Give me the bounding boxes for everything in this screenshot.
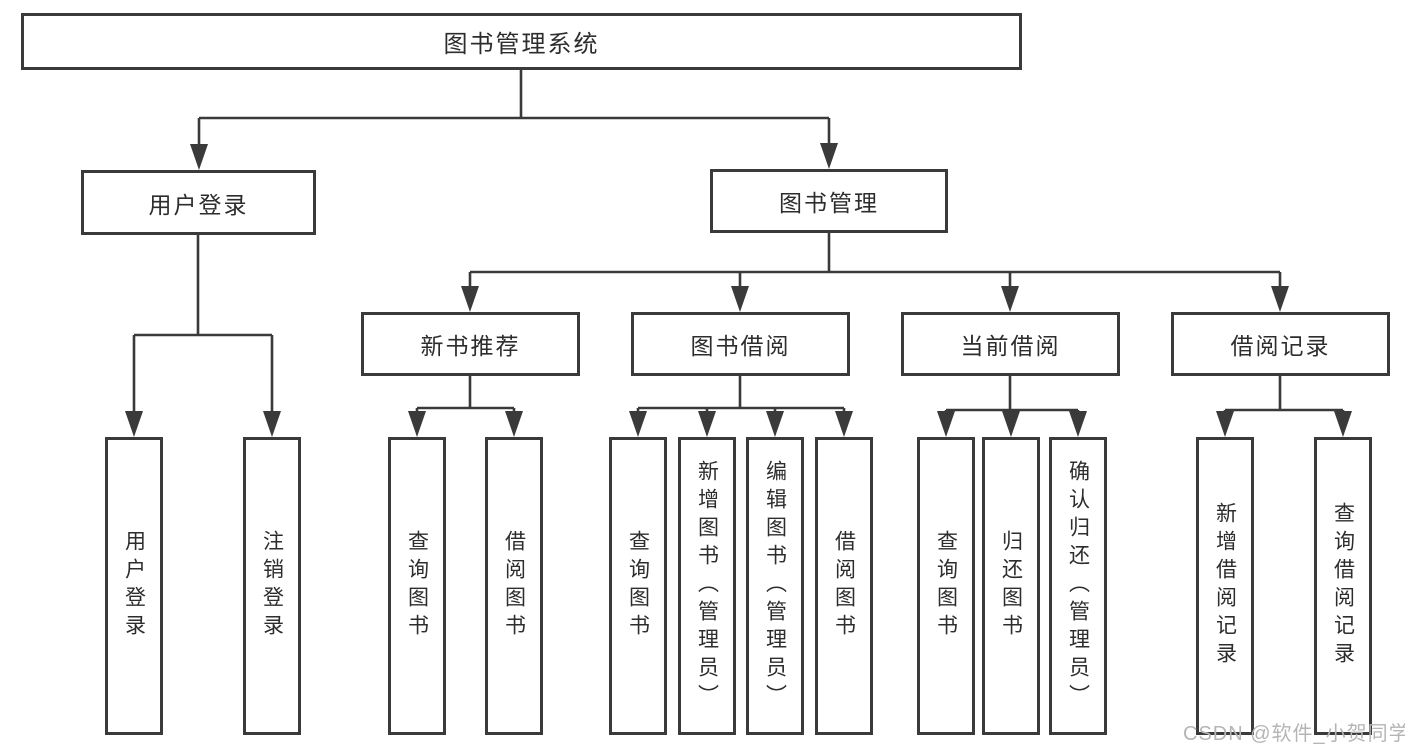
leaf-borrow-books-borrowing-label: 借阅图书 bbox=[832, 530, 856, 642]
node-library-management-system: 图书管理系统 bbox=[21, 13, 1022, 70]
leaf-query-books-borrowing: 查询图书 bbox=[609, 437, 667, 735]
leaf-borrow-books-recommend: 借阅图书 bbox=[485, 437, 543, 735]
node-user-login: 用户登录 bbox=[81, 170, 316, 235]
leaf-add-books-admin-label: 新增图书（管理员） bbox=[695, 460, 719, 712]
leaf-add-borrow-record: 新增借阅记录 bbox=[1196, 437, 1254, 735]
leaf-confirm-return-admin: 确认归还（管理员） bbox=[1049, 437, 1107, 735]
leaf-return-books: 归还图书 bbox=[982, 437, 1040, 735]
leaf-return-books-label: 归还图书 bbox=[999, 530, 1023, 642]
tree-edges bbox=[132, 70, 1345, 420]
leaf-confirm-return-admin-label: 确认归还（管理员） bbox=[1066, 460, 1090, 712]
leaf-query-borrow-record-label: 查询借阅记录 bbox=[1331, 502, 1355, 670]
node-new-book-recommend: 新书推荐 bbox=[361, 312, 580, 376]
arrowheads bbox=[125, 143, 1352, 437]
leaf-logout: 注销登录 bbox=[243, 437, 301, 735]
leaf-query-books-current: 查询图书 bbox=[917, 437, 975, 735]
leaf-query-borrow-record: 查询借阅记录 bbox=[1314, 437, 1372, 735]
leaf-add-borrow-record-label: 新增借阅记录 bbox=[1213, 502, 1237, 670]
leaf-query-books-borrowing-label: 查询图书 bbox=[626, 530, 650, 642]
leaf-borrow-books-borrowing: 借阅图书 bbox=[815, 437, 873, 735]
leaf-user-login: 用户登录 bbox=[105, 437, 163, 735]
csdn-watermark: CSDN @软件_小贺同学 bbox=[1183, 723, 1405, 745]
leaf-query-books-current-label: 查询图书 bbox=[934, 530, 958, 642]
node-current-borrowing: 当前借阅 bbox=[901, 312, 1120, 376]
leaf-add-books-admin: 新增图书（管理员） bbox=[678, 437, 736, 735]
leaf-borrow-books-recommend-label: 借阅图书 bbox=[502, 530, 526, 642]
leaf-query-books-recommend-label: 查询图书 bbox=[405, 530, 429, 642]
node-book-borrowing: 图书借阅 bbox=[631, 312, 850, 376]
leaf-query-books-recommend: 查询图书 bbox=[388, 437, 446, 735]
leaf-user-login-label: 用户登录 bbox=[122, 530, 146, 642]
node-borrowing-records: 借阅记录 bbox=[1171, 312, 1390, 376]
node-book-management: 图书管理 bbox=[710, 169, 948, 233]
leaf-logout-label: 注销登录 bbox=[260, 530, 284, 642]
leaf-edit-books-admin: 编辑图书（管理员） bbox=[746, 437, 804, 735]
leaf-edit-books-admin-label: 编辑图书（管理员） bbox=[763, 460, 787, 712]
